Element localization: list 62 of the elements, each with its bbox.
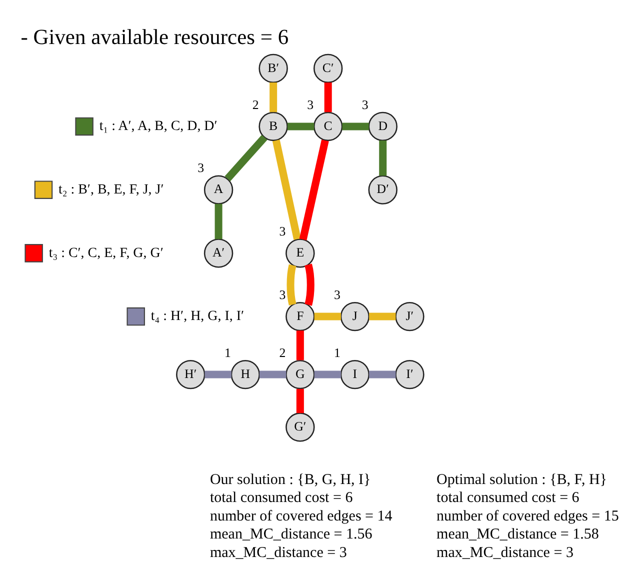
connector [260,370,286,378]
node-circle: H′ [176,359,206,389]
label: number of covered edges = 15 [436,508,619,524]
node-label: 1 [224,345,231,360]
node-circle: C [313,111,343,141]
node-circle: H [230,359,260,389]
node-label: 2 [252,97,259,112]
connector [369,312,396,320]
connector [299,139,329,240]
connector [287,122,314,130]
legend-label: t₃ : C′, C, E, F, G, G′ [48,245,164,260]
connector [296,388,304,413]
connector [296,330,304,360]
node-circle: I′ [395,359,424,389]
label: mean_MC_distance = 1.56 [210,526,372,542]
legend-label: t₁ : A′, A, B, C, D, D′ [99,118,218,134]
label: total consumed cost = 6 [436,490,580,506]
diagram-title: - Given available resources = 6 [20,24,289,48]
node-circle: B′ [258,53,288,83]
node-circle: A [204,174,234,204]
connector [314,312,341,320]
connector [270,82,278,112]
node-circle: G [286,359,315,389]
connector [342,122,369,130]
node-circle: G′ [286,412,315,442]
connector [369,370,396,378]
label: Our solution : {B, G, H, I} [210,471,371,488]
node-circle: D [368,111,398,141]
node-label: 2 [279,345,286,360]
node-circle: A′ [204,238,234,268]
connector [324,82,332,112]
connector [224,134,268,181]
node-circle: I [340,359,370,389]
label: number of covered edges = 14 [210,508,392,524]
label: max_MC_distance = 3 [436,544,574,560]
node-label: 3 [334,287,340,302]
connector [286,264,296,305]
node-circle: C′ [313,53,343,83]
node-circle: J′ [395,301,424,331]
label: mean_MC_distance = 1.58 [436,526,599,542]
node-label: 3 [307,97,314,112]
node-circle: B [258,111,288,141]
node-circle: E [286,238,315,268]
node-label: 3 [279,287,286,302]
label: max_MC_distance = 3 [210,544,347,560]
legend-label: t₄ : H′, H, G, I, I′ [150,308,244,324]
legend-label: t₂ : B′, B, E, F, J, J′ [58,182,164,197]
connector [314,370,341,378]
connector [272,139,302,240]
node-circle: F [286,301,315,331]
node-label: 3 [279,224,286,238]
node-label: 1 [334,345,340,360]
node-label: 3 [362,97,368,112]
label: Optimal solution : {B, F, H} [436,471,608,488]
connector [304,263,314,306]
connector [379,140,387,176]
label: total consumed cost = 6 [210,490,353,506]
node-circle: J [340,301,370,331]
node-circle: D′ [368,174,398,204]
connector [204,370,232,378]
connector [214,203,222,239]
node-label: 3 [198,160,204,175]
